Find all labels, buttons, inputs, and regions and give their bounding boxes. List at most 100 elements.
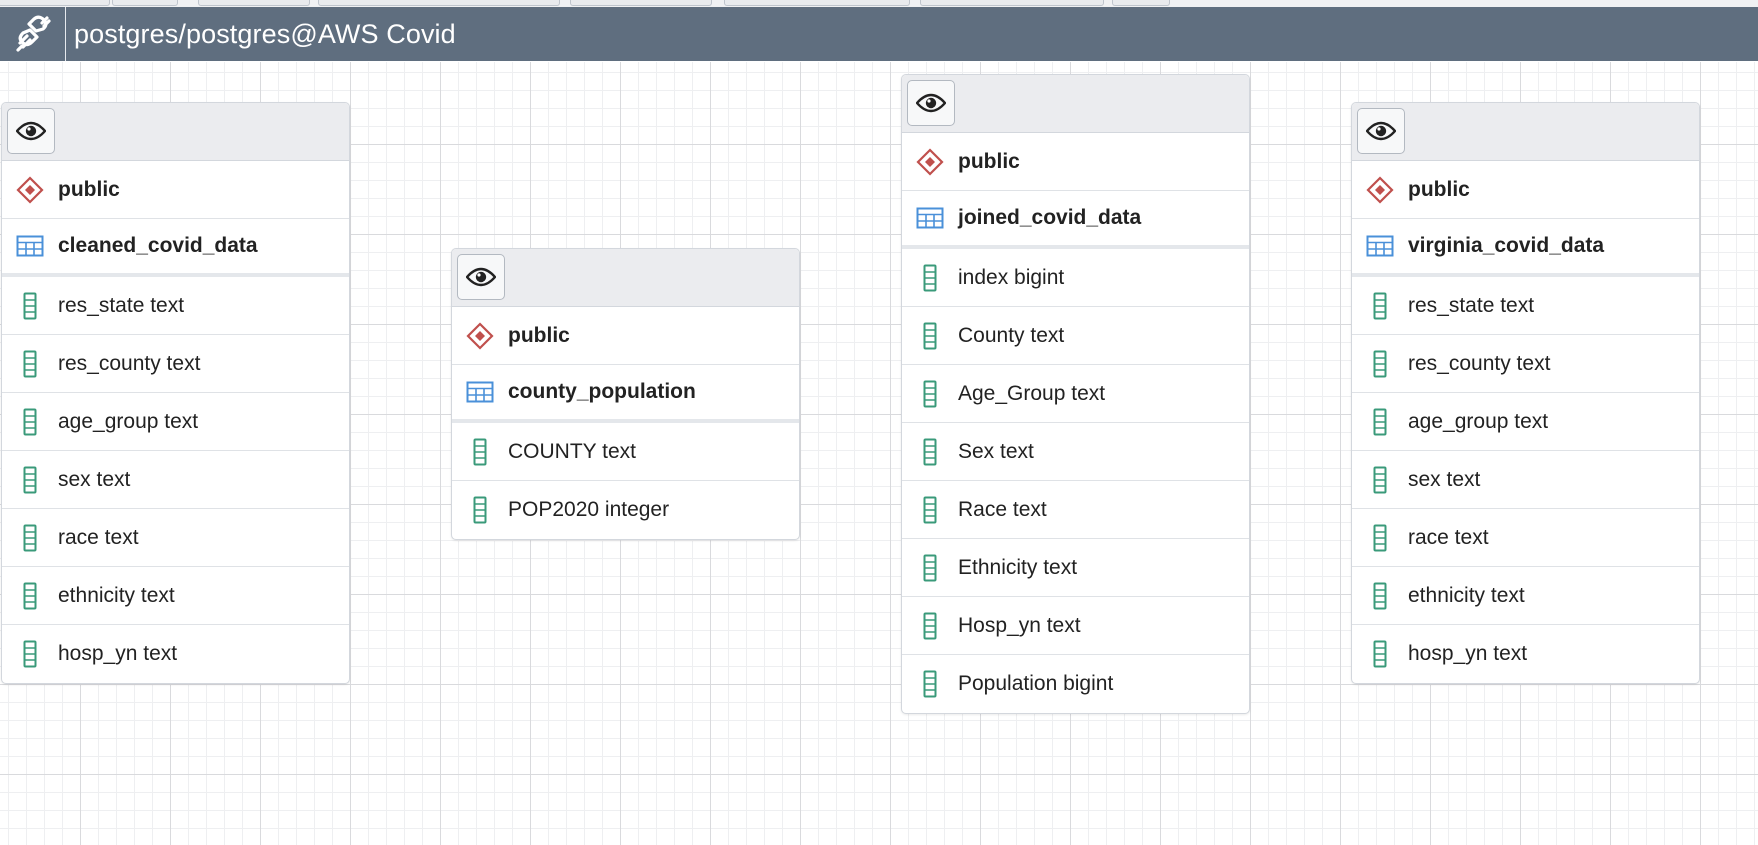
schema-row: public xyxy=(902,133,1249,191)
table-node-cleaned-covid-data[interactable]: public cleaned_covid_data res_state text… xyxy=(1,102,350,684)
column-icon xyxy=(1352,292,1408,320)
column-icon xyxy=(902,496,958,524)
tab-stub[interactable] xyxy=(318,0,560,6)
tab-stub[interactable] xyxy=(112,0,178,6)
table-node-virginia-covid-data[interactable]: public virginia_covid_data res_state tex… xyxy=(1351,102,1700,684)
schema-name: public xyxy=(508,323,570,347)
tab-stub[interactable] xyxy=(1112,0,1170,6)
table-row: joined_covid_data xyxy=(902,191,1249,249)
column-icon xyxy=(452,438,508,466)
column-label: ethnicity text xyxy=(58,583,175,607)
node-header[interactable] xyxy=(2,103,349,161)
connection-header: postgres/postgres@AWS Covid xyxy=(0,7,1758,61)
schema-row: public xyxy=(452,307,799,365)
column-icon xyxy=(1352,582,1408,610)
column-label: res_state text xyxy=(58,293,185,317)
table-node-joined-covid-data[interactable]: public joined_covid_data index bigint Co… xyxy=(901,74,1250,714)
tab-stub[interactable] xyxy=(0,0,110,6)
table-icon xyxy=(2,235,58,257)
column-icon xyxy=(902,322,958,350)
eye-icon xyxy=(16,121,46,141)
column-icon xyxy=(2,524,58,552)
toggle-details-button[interactable] xyxy=(907,80,955,126)
column-row: Race text xyxy=(902,481,1249,539)
column-icon xyxy=(2,640,58,668)
column-row: COUNTY text xyxy=(452,423,799,481)
column-row: sex text xyxy=(2,451,349,509)
column-icon xyxy=(1352,350,1408,378)
column-label: hosp_yn text xyxy=(58,642,178,665)
column-icon xyxy=(902,438,958,466)
column-row: Population bigint xyxy=(902,655,1249,713)
column-label: age_group text xyxy=(1408,409,1549,433)
eye-icon xyxy=(1366,121,1396,141)
column-label: race text xyxy=(58,525,139,549)
eye-icon xyxy=(916,93,946,113)
table-name: county_population xyxy=(508,380,696,403)
table-name: cleaned_covid_data xyxy=(58,234,258,257)
toggle-details-button[interactable] xyxy=(1357,108,1405,154)
column-label: County text xyxy=(958,323,1065,347)
column-row: ethnicity text xyxy=(1352,567,1699,625)
column-row: race text xyxy=(2,509,349,567)
schema-icon xyxy=(452,321,508,350)
column-icon xyxy=(902,612,958,640)
column-label: Race text xyxy=(958,497,1047,521)
column-label: race text xyxy=(1408,525,1489,549)
table-row: cleaned_covid_data xyxy=(2,219,349,277)
column-label: sex text xyxy=(58,467,131,491)
column-label: POP2020 integer xyxy=(508,498,670,521)
column-label: res_state text xyxy=(1408,293,1535,317)
tab-stub[interactable] xyxy=(920,0,1104,6)
node-header[interactable] xyxy=(902,75,1249,133)
schema-name: public xyxy=(1408,177,1470,201)
column-label: res_county text xyxy=(1408,351,1551,375)
table-name: joined_covid_data xyxy=(958,206,1142,229)
column-row: res_county text xyxy=(2,335,349,393)
toggle-details-button[interactable] xyxy=(457,254,505,300)
toggle-details-button[interactable] xyxy=(7,108,55,154)
column-label: COUNTY text xyxy=(508,439,636,463)
column-row: race text xyxy=(1352,509,1699,567)
schema-name: public xyxy=(958,149,1020,173)
tab-stub[interactable] xyxy=(198,0,310,6)
table-node-county-population[interactable]: public county_population COUNTY text POP… xyxy=(451,248,800,540)
node-header[interactable] xyxy=(452,249,799,307)
column-icon xyxy=(2,408,58,436)
column-row: age_group text xyxy=(2,393,349,451)
column-label: ethnicity text xyxy=(1408,583,1525,607)
tab-stub[interactable] xyxy=(724,0,910,6)
column-row: hosp_yn text xyxy=(1352,625,1699,683)
table-icon xyxy=(1352,235,1408,257)
table-icon xyxy=(902,207,958,229)
column-row: Ethnicity text xyxy=(902,539,1249,597)
column-row: Age_Group text xyxy=(902,365,1249,423)
column-icon xyxy=(2,582,58,610)
node-header[interactable] xyxy=(1352,103,1699,161)
column-icon xyxy=(902,264,958,292)
column-icon xyxy=(2,292,58,320)
column-icon xyxy=(452,496,508,524)
column-icon xyxy=(1352,524,1408,552)
schema-icon xyxy=(902,147,958,176)
column-label: index bigint xyxy=(958,265,1065,289)
column-label: res_county text xyxy=(58,351,201,375)
column-icon xyxy=(2,350,58,378)
eye-icon xyxy=(466,267,496,287)
table-name: virginia_covid_data xyxy=(1408,234,1605,257)
column-icon xyxy=(902,554,958,582)
tab-stub[interactable] xyxy=(570,0,712,6)
column-label: sex text xyxy=(1408,467,1481,491)
column-icon xyxy=(1352,466,1408,494)
column-icon xyxy=(1352,408,1408,436)
table-row: county_population xyxy=(452,365,799,423)
column-label: hosp_yn text xyxy=(1408,642,1528,665)
column-row: Sex text xyxy=(902,423,1249,481)
schema-name: public xyxy=(58,177,120,201)
connection-title: postgres/postgres@AWS Covid xyxy=(74,18,456,49)
column-label: Ethnicity text xyxy=(958,555,1078,579)
column-row: res_state text xyxy=(2,277,349,335)
table-row: virginia_covid_data xyxy=(1352,219,1699,277)
schema-row: public xyxy=(1352,161,1699,219)
table-icon xyxy=(452,381,508,403)
